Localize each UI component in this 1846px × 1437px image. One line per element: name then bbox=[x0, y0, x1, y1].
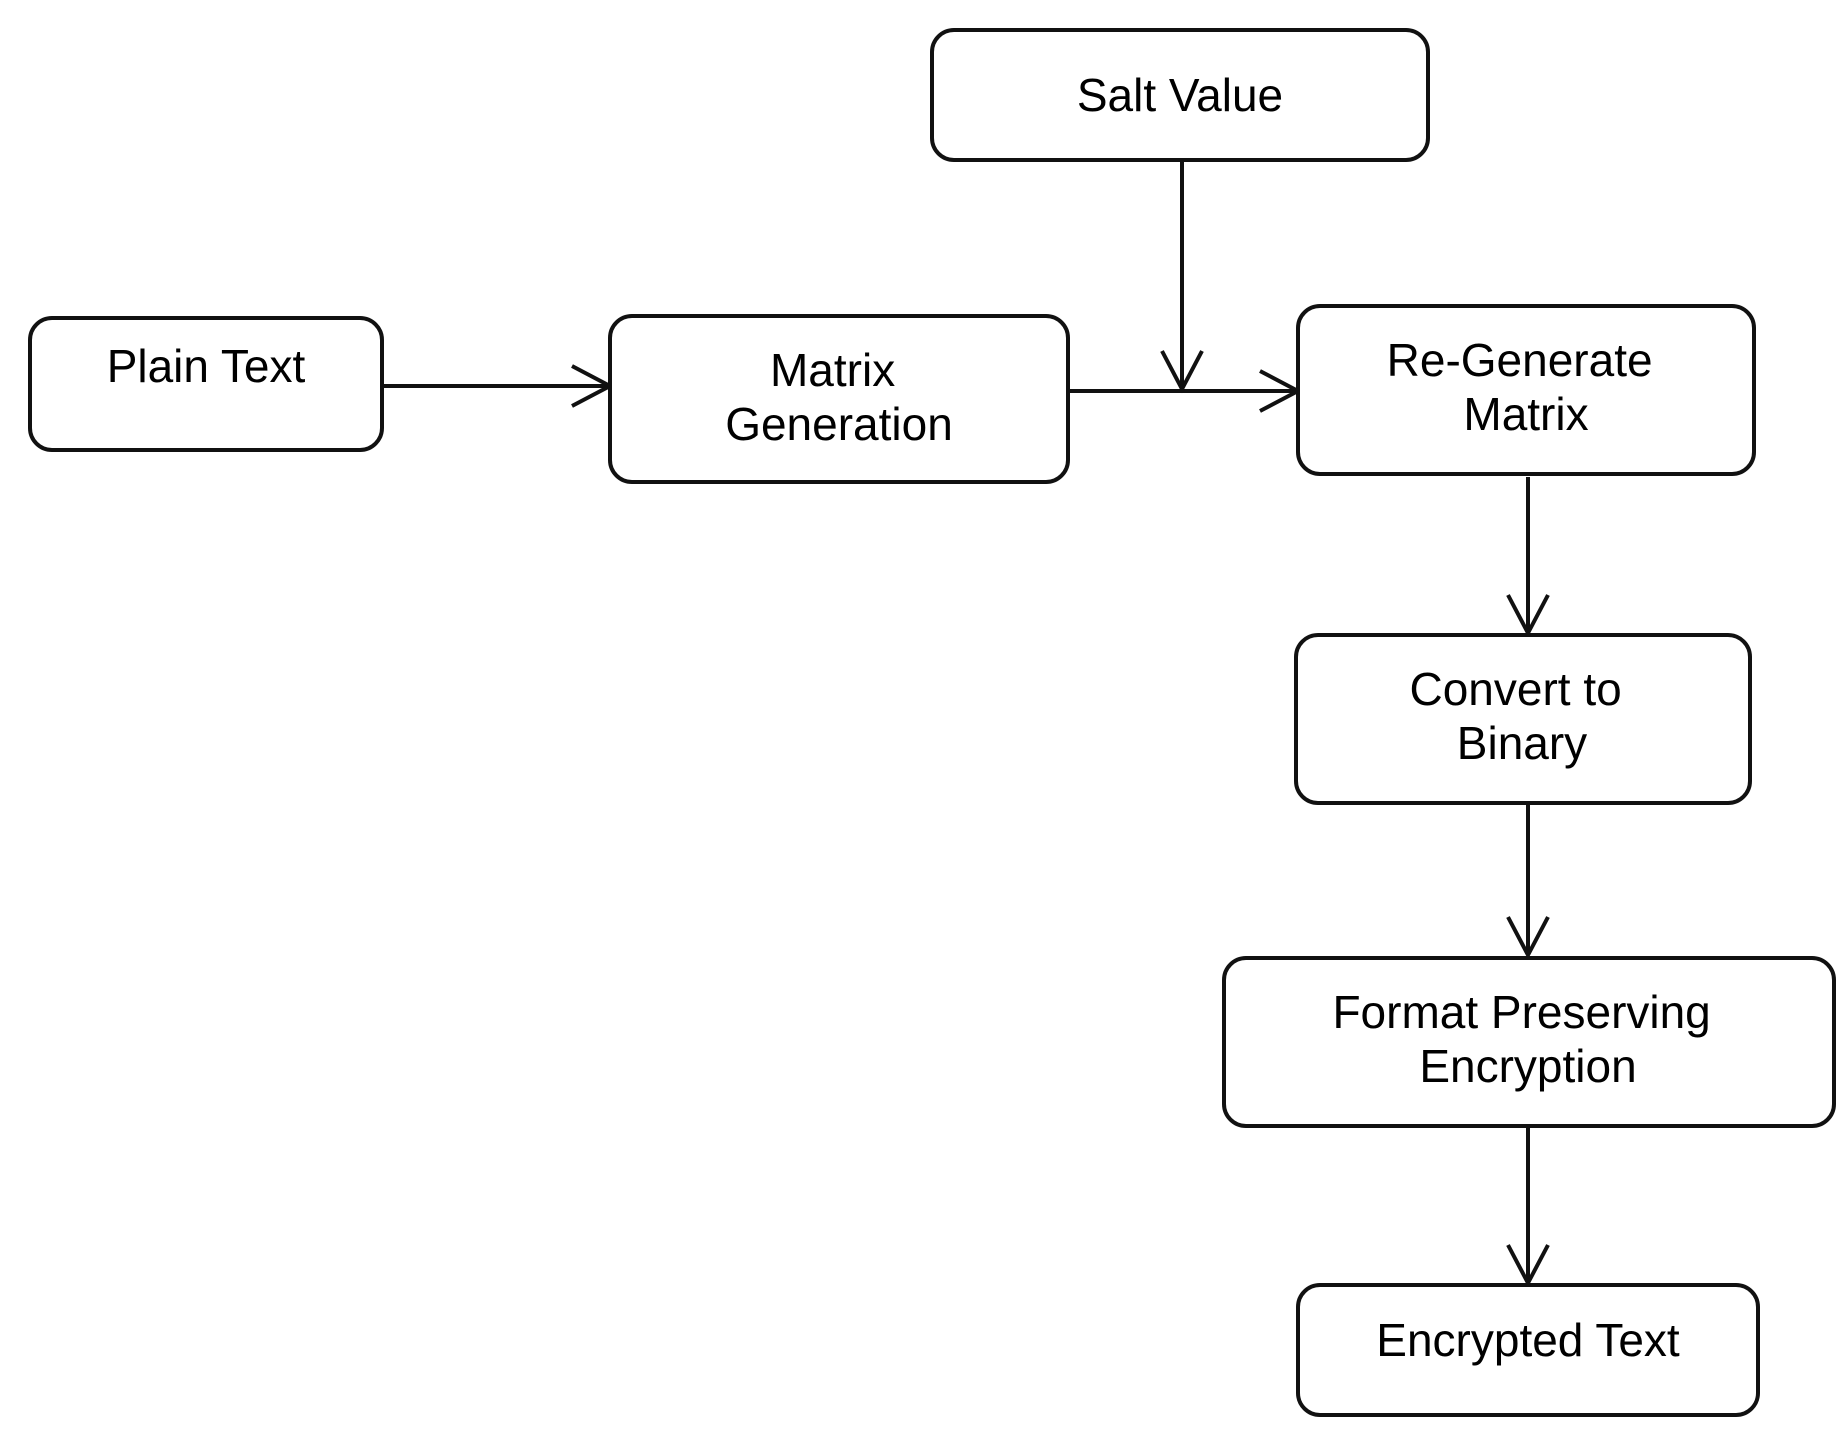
svg-text:Plain Text: Plain Text bbox=[107, 340, 306, 392]
regenerate-matrix-box: Re-Generate Matrix bbox=[1296, 304, 1756, 476]
matrix-generation-label-line1: Matrix bbox=[770, 344, 895, 396]
svg-text:Convert to Binary: Convert to Binary bbox=[1410, 663, 1635, 769]
edge-binary-to-fpe bbox=[1506, 803, 1550, 960]
svg-text:Salt Value: Salt Value bbox=[1077, 69, 1283, 121]
salt-value-label: Salt Value bbox=[1077, 69, 1283, 121]
salt-value-box: Salt Value bbox=[930, 28, 1430, 162]
regenerate-matrix-label-line2: Matrix bbox=[1463, 388, 1588, 440]
encrypted-text-label: Encrypted Text bbox=[1376, 1314, 1680, 1366]
svg-text:Re-Generate Matrix: Re-Generate Matrix bbox=[1387, 334, 1666, 440]
convert-binary-label-line1: Convert to bbox=[1410, 663, 1622, 715]
edge-fpe-to-encrypted bbox=[1506, 1126, 1550, 1288]
convert-binary-box: Convert to Binary bbox=[1294, 633, 1752, 805]
matrix-generation-box: Matrix Generation bbox=[608, 314, 1070, 484]
encrypted-text-box: Encrypted Text bbox=[1296, 1283, 1760, 1417]
fpe-label-line1: Format Preserving bbox=[1332, 986, 1710, 1038]
edge-salt-to-junction bbox=[1160, 160, 1204, 394]
edge-plain-to-matrix bbox=[382, 364, 615, 408]
edge-regenerate-to-binary bbox=[1506, 477, 1550, 638]
regenerate-matrix-label-line1: Re-Generate bbox=[1387, 334, 1653, 386]
svg-text:Matrix Generation: Matrix Generation bbox=[725, 344, 953, 450]
svg-text:Format Preserving Encryp: Format Preserving Encryption bbox=[1332, 986, 1723, 1092]
plain-text-label: Plain Text bbox=[107, 340, 306, 392]
plain-text-box: Plain Text bbox=[28, 316, 384, 452]
convert-binary-label-line2: Binary bbox=[1457, 717, 1587, 769]
svg-text:Encrypted Text: Encrypted Text bbox=[1376, 1314, 1680, 1366]
fpe-box: Format Preserving Encryption bbox=[1222, 956, 1836, 1128]
matrix-generation-label-line2: Generation bbox=[725, 398, 953, 450]
arrowhead-icon bbox=[1160, 350, 1204, 394]
fpe-label-line2: Encryption bbox=[1419, 1040, 1636, 1092]
arrowhead-icon bbox=[1506, 916, 1550, 960]
